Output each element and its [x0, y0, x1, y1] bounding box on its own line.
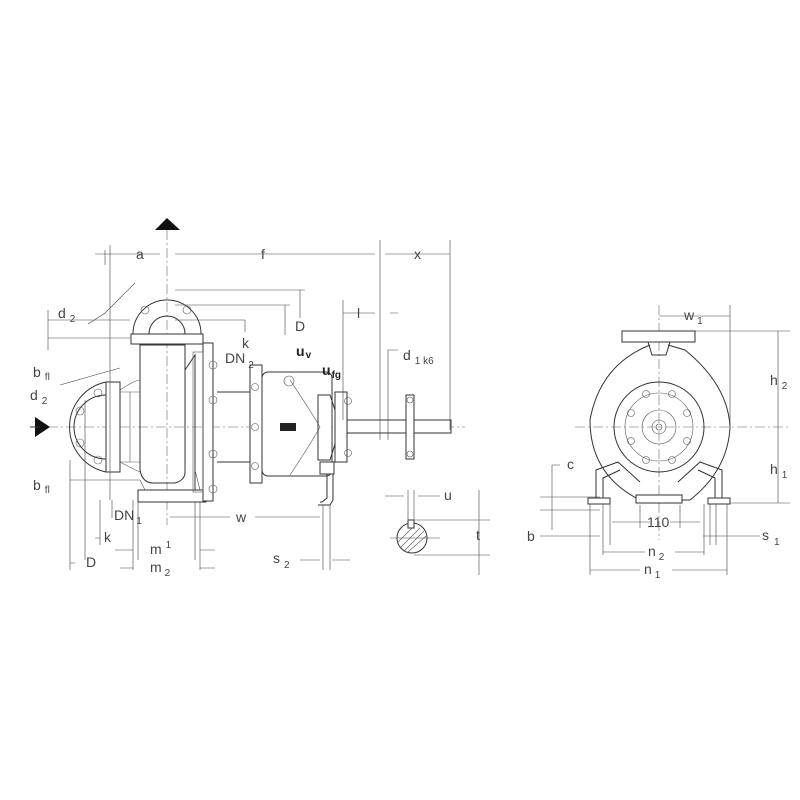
suction-flange — [69, 381, 140, 473]
casing-cover — [613, 381, 705, 473]
label-k-bottom: k — [104, 529, 112, 545]
casing-foot — [635, 494, 683, 504]
foot-left — [587, 497, 611, 505]
dimension-lines — [47, 240, 451, 570]
label-D-top: D — [295, 318, 305, 334]
label-a: a — [136, 246, 144, 262]
label-ufg: ufg — [322, 362, 341, 381]
bearing-bracket — [192, 342, 258, 502]
vent-symbol-icon — [283, 375, 295, 387]
discharge-flow-arrow-icon — [155, 218, 180, 230]
foot-right — [707, 497, 731, 505]
label-t: t — [476, 527, 480, 543]
label-x: x — [414, 246, 421, 262]
shaft — [346, 394, 452, 460]
cover-bolts — [627, 390, 691, 464]
shaft-end — [651, 419, 667, 435]
label-110: 110 — [647, 514, 670, 530]
label-D-bottom: D — [86, 554, 96, 570]
label-u: u — [444, 487, 452, 503]
label-k-top: k — [242, 335, 250, 351]
front-view — [540, 305, 790, 575]
label-f: f — [261, 246, 265, 262]
key-slot — [407, 519, 415, 529]
coupling-guard — [249, 364, 333, 484]
label-uv: uv — [296, 343, 312, 361]
coupling-logo — [280, 423, 296, 431]
label-l: l — [357, 305, 360, 321]
support-frame — [595, 461, 723, 498]
shaft-coupling-disk — [405, 394, 415, 460]
label-b: b — [527, 528, 535, 544]
discharge-flange-top — [621, 330, 696, 343]
side-view — [30, 218, 465, 570]
front-dimension-lines — [540, 305, 790, 575]
label-w: w — [235, 509, 247, 525]
label-c: c — [567, 456, 574, 472]
volute-casing — [589, 344, 731, 501]
suction-flow-arrow-icon — [35, 417, 50, 437]
bearing-housing — [317, 391, 352, 506]
shaft-key-detail — [385, 490, 490, 575]
